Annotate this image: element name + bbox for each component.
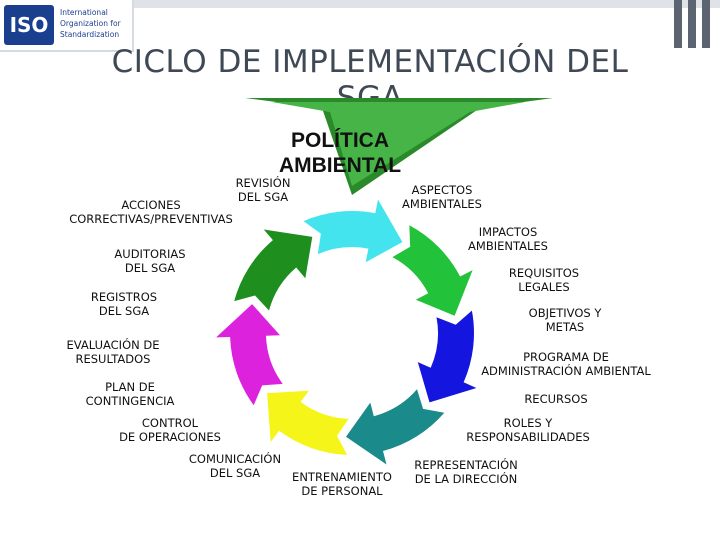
label-evaluacion: EVALUACIÓN DE RESULTADOS xyxy=(66,338,160,366)
top-bar xyxy=(0,0,720,8)
top-bar-stripes xyxy=(590,0,720,48)
label-revision: REVISIÓN DEL SGA xyxy=(235,176,291,204)
label-roles: ROLES Y RESPONSABILIDADES xyxy=(466,416,590,444)
label-acciones: ACCIONES CORRECTIVAS/PREVENTIVAS xyxy=(69,198,233,226)
iso-org-name: International Organization for Standardi… xyxy=(60,8,121,39)
label-plan: PLAN DE CONTINGENCIA xyxy=(85,380,175,408)
label-objetivos: OBJETIVOS Y METAS xyxy=(528,306,602,334)
label-entrenamiento: ENTRENAMIENTO DE PERSONAL xyxy=(292,470,392,498)
label-requisitos: REQUISITOS LEGALES xyxy=(508,266,580,294)
label-aspectos: ASPECTOS AMBIENTALES xyxy=(402,183,482,211)
iso-mark: ISO xyxy=(4,5,54,45)
label-impactos: IMPACTOS AMBIENTALES xyxy=(468,225,548,253)
policy-title: POLÍTICA AMBIENTAL xyxy=(278,129,402,177)
cycle-arrow-yellow xyxy=(267,390,349,455)
cycle-arrow-cyan xyxy=(303,199,403,263)
policy-chevron-inner xyxy=(272,102,525,186)
cycle-arrow-dark-green xyxy=(234,229,313,311)
label-programa: PROGRAMA DE ADMINISTRACIÓN AMBIENTAL xyxy=(481,350,651,378)
label-control: CONTROL DE OPERACIONES xyxy=(119,416,221,444)
cycle-arrow-teal xyxy=(346,389,445,465)
label-comunicacion: COMUNICACIÓN DEL SGA xyxy=(188,452,282,480)
label-recursos: RECURSOS xyxy=(524,392,588,406)
label-representacion: REPRESENTACIÓN DE LA DIRECCIÓN xyxy=(414,458,518,486)
label-auditorias: AUDITORIAS DEL SGA xyxy=(114,247,186,275)
cycle-arrow-magenta xyxy=(216,304,283,406)
cycle-arrow-blue xyxy=(417,310,477,403)
label-registros: REGISTROS DEL SGA xyxy=(90,290,158,318)
iso-logo: ISO International Organization for Stand… xyxy=(0,0,134,52)
cycle-arrow-green xyxy=(392,225,473,316)
